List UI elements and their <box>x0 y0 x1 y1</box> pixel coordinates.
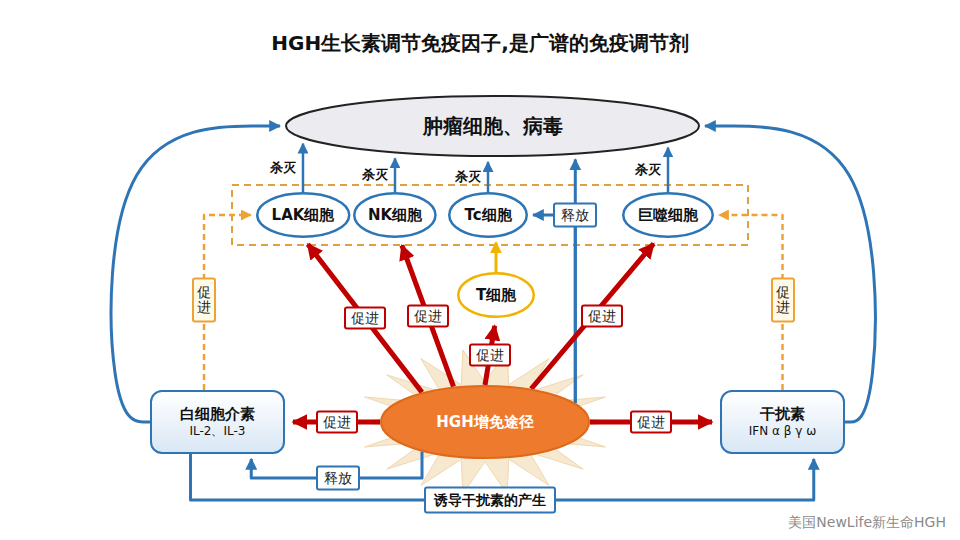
edge-label: 促进 <box>316 411 358 434</box>
dashed-arrow <box>204 215 251 390</box>
flow-arrow <box>251 452 422 478</box>
node-title: HGH增免途径 <box>436 413 533 432</box>
node-ellipse <box>354 193 435 237</box>
edge-label: 促进 <box>771 278 795 323</box>
kill-label: 杀灭 <box>635 162 661 178</box>
node-title: 肿瘤细胞、病毒 <box>423 114 563 139</box>
node-ellipse <box>257 193 349 237</box>
edge-label: 诱导干扰素的产生 <box>424 487 556 514</box>
node-subtitle: IFN α β γ ω <box>749 424 816 439</box>
edge-label: 释放 <box>316 466 360 491</box>
node-ellipse <box>286 96 699 156</box>
node-ellipse <box>381 386 589 458</box>
cell-group-frame <box>232 185 748 245</box>
node-title: 巨噬细胞 <box>638 206 698 225</box>
edge-label: 促进 <box>581 305 623 328</box>
flow-arrow <box>574 159 577 403</box>
edge-label: 促进 <box>407 305 449 328</box>
flow-arrow <box>487 162 490 192</box>
cell-ellipse: LAK细胞 <box>256 192 350 238</box>
node-title: 白细胞介素 <box>180 405 255 424</box>
dashed-arrow <box>719 215 783 390</box>
promote-arrow <box>590 420 712 425</box>
node-ellipse <box>458 273 534 317</box>
target-ellipse: 肿瘤细胞、病毒 <box>285 95 700 157</box>
flow-arrow <box>495 243 498 272</box>
promote-arrow <box>531 244 653 389</box>
edge-label: 促进 <box>469 344 511 367</box>
promote-arrow <box>308 244 422 392</box>
edge-label: 释放 <box>553 203 597 228</box>
cell-ellipse: 巨噬细胞 <box>622 192 714 238</box>
node-subtitle: IL-2、IL-3 <box>190 424 246 439</box>
diagram-title: HGH生长素调节免疫因子,是广谱的免疫调节剂 <box>0 30 960 57</box>
edge-label: 促进 <box>344 307 386 330</box>
node-title: NK细胞 <box>368 206 422 225</box>
promote-arrow <box>402 245 454 386</box>
kill-label: 杀灭 <box>362 167 388 183</box>
kill-label: 杀灭 <box>455 169 481 185</box>
edge-label: 促进 <box>630 411 672 434</box>
flow-arrow <box>111 126 280 422</box>
flow-arrow <box>394 158 397 192</box>
node-title: 干扰素 <box>760 405 805 424</box>
promote-arrow <box>485 326 495 385</box>
node-title: T细胞 <box>476 286 516 305</box>
factor-box: 干扰素IFN α β γ ω <box>720 390 845 454</box>
node-title: LAK细胞 <box>272 206 335 225</box>
flow-arrow <box>533 215 575 403</box>
watermark: 美国NewLife新生命HGH <box>788 514 946 532</box>
promote-arrow <box>293 420 380 425</box>
flow-arrow <box>705 126 875 422</box>
node-ellipse <box>623 193 713 237</box>
cell-ellipse: NK细胞 <box>353 192 437 238</box>
flow-arrow <box>667 148 670 192</box>
flow-arrow <box>302 144 305 192</box>
hub-ellipse: HGH增免途径 <box>380 385 590 459</box>
node-title: Tc细胞 <box>464 206 511 225</box>
flow-arrow <box>191 454 814 500</box>
node-ellipse <box>449 193 527 237</box>
kill-label: 杀灭 <box>270 160 296 176</box>
cell-ellipse: T细胞 <box>457 272 535 318</box>
cell-ellipse: Tc细胞 <box>448 192 528 238</box>
edge-label: 促进 <box>192 278 216 323</box>
factor-box: 白细胞介素IL-2、IL-3 <box>150 390 285 454</box>
